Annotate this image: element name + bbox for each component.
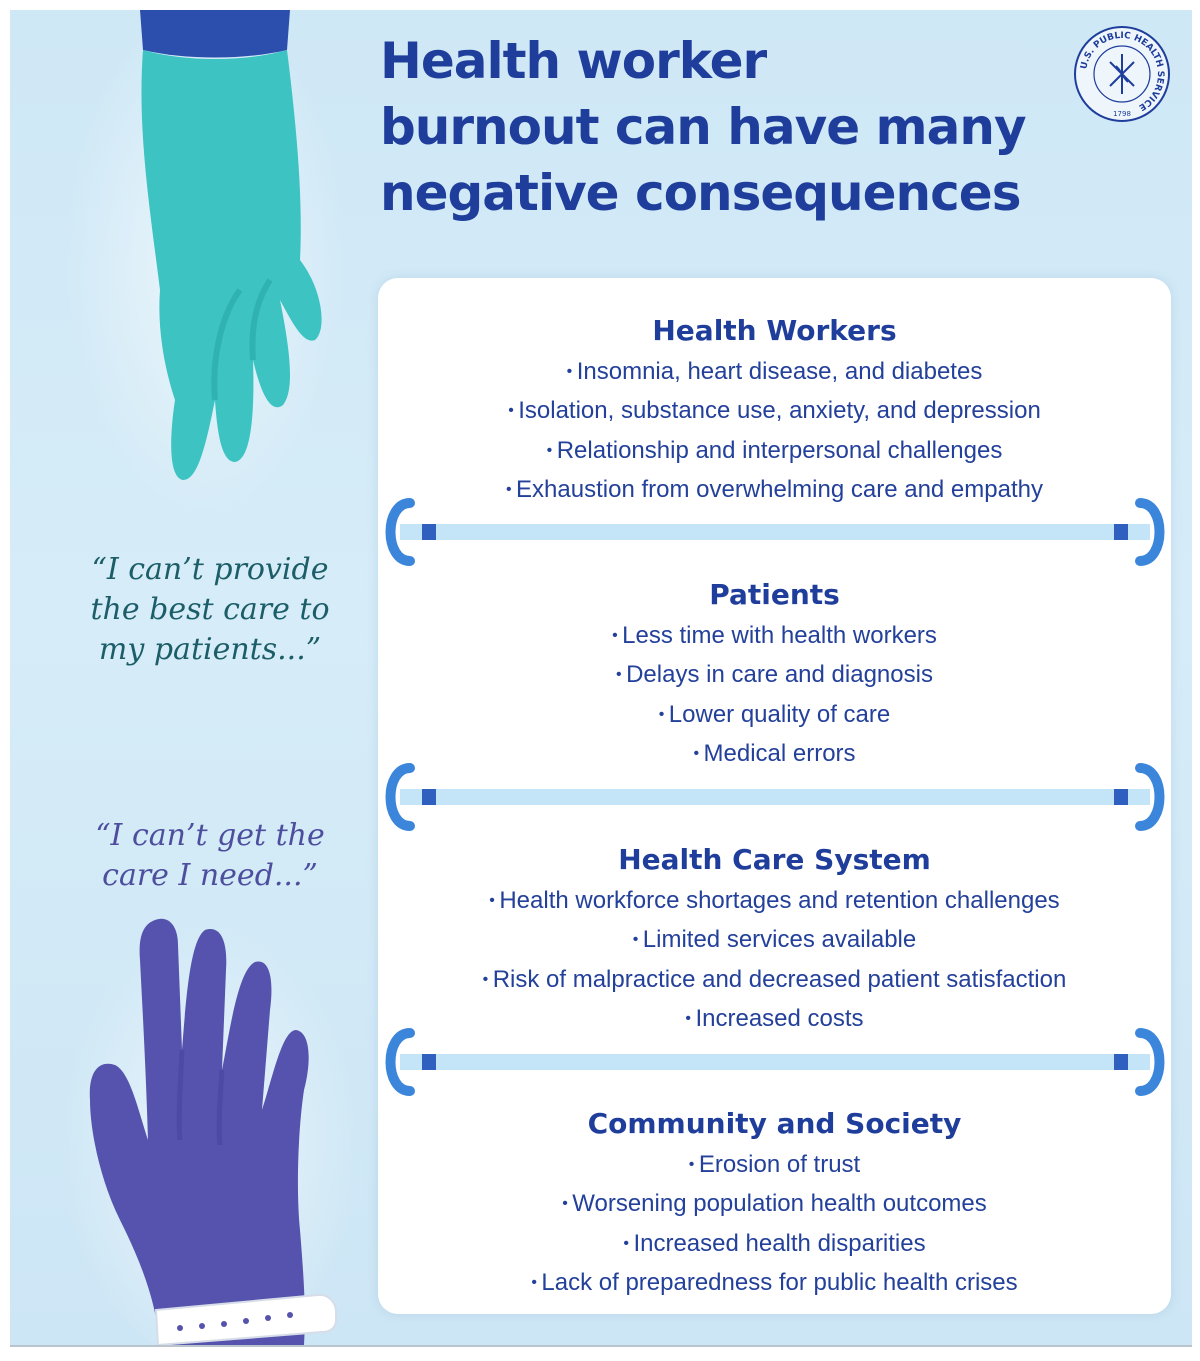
section-heading: Community and Society (587, 1107, 962, 1140)
public-health-service-seal-icon: U.S. PUBLIC HEALTH SERVICE 1798 (1074, 26, 1170, 122)
svg-text:1798: 1798 (1113, 110, 1131, 118)
section-heading: Patients (709, 578, 840, 611)
list-item: Health workforce shortages and retention… (378, 881, 1171, 920)
section-heading: Health Workers (652, 314, 897, 347)
section-health-care-system: Health Care System Health workforce shor… (378, 839, 1171, 1039)
list-item: Relationship and interpersonal challenge… (378, 431, 1171, 470)
list-item: Worsening population health outcomes (378, 1184, 1171, 1223)
list-item: Erosion of trust (378, 1145, 1171, 1184)
section-divider-bracket (370, 760, 1180, 834)
title-line: Health worker (380, 32, 767, 90)
list-item: Insomnia, heart disease, and diabetes (378, 352, 1171, 391)
teal-glove-hand-icon (65, 10, 345, 520)
list-item: Lower quality of care (378, 695, 1171, 734)
worker-quote: “I can’t provide the best care to my pat… (70, 550, 350, 670)
infographic: “I can’t provide the best care to my pat… (10, 10, 1192, 1347)
consequence-list: Insomnia, heart disease, and diabetes Is… (378, 352, 1171, 510)
list-item: Increased costs (378, 999, 1171, 1038)
section-heading: Health Care System (618, 843, 931, 876)
consequence-list: Health workforce shortages and retention… (378, 881, 1171, 1039)
patient-quote-line: care I need...” (102, 858, 318, 893)
purple-hand-with-wristband-icon (60, 900, 360, 1345)
worker-quote-line: “I can’t provide (91, 552, 329, 587)
page-title: Health worker burnout can have many nega… (380, 28, 1080, 226)
worker-quote-line: my patients...” (98, 632, 322, 667)
patient-quote: “I can’t get the care I need...” (70, 816, 350, 896)
list-item: Less time with health workers (378, 616, 1171, 655)
title-line: negative consequences (380, 164, 1021, 222)
list-item: Medical errors (378, 734, 1171, 773)
title-line: burnout can have many (380, 98, 1027, 156)
list-item: Increased health disparities (378, 1224, 1171, 1263)
worker-quote-line: the best care to (90, 592, 330, 627)
consequence-list: Less time with health workers Delays in … (378, 616, 1171, 774)
list-item: Limited services available (378, 920, 1171, 959)
section-community-and-society: Community and Society Erosion of trust W… (378, 1103, 1171, 1303)
section-divider-bracket (370, 495, 1180, 569)
list-item: Delays in care and diagnosis (378, 655, 1171, 694)
section-health-workers: Health Workers Insomnia, heart disease, … (378, 310, 1171, 510)
patient-quote-line: “I can’t get the (95, 818, 325, 853)
list-item: Exhaustion from overwhelming care and em… (378, 470, 1171, 509)
list-item: Isolation, substance use, anxiety, and d… (378, 391, 1171, 430)
section-divider-bracket (370, 1025, 1180, 1099)
list-item: Risk of malpractice and decreased patien… (378, 960, 1171, 999)
list-item: Lack of preparedness for public health c… (378, 1263, 1171, 1302)
consequence-list: Erosion of trust Worsening population he… (378, 1145, 1171, 1303)
section-patients: Patients Less time with health workers D… (378, 574, 1171, 774)
